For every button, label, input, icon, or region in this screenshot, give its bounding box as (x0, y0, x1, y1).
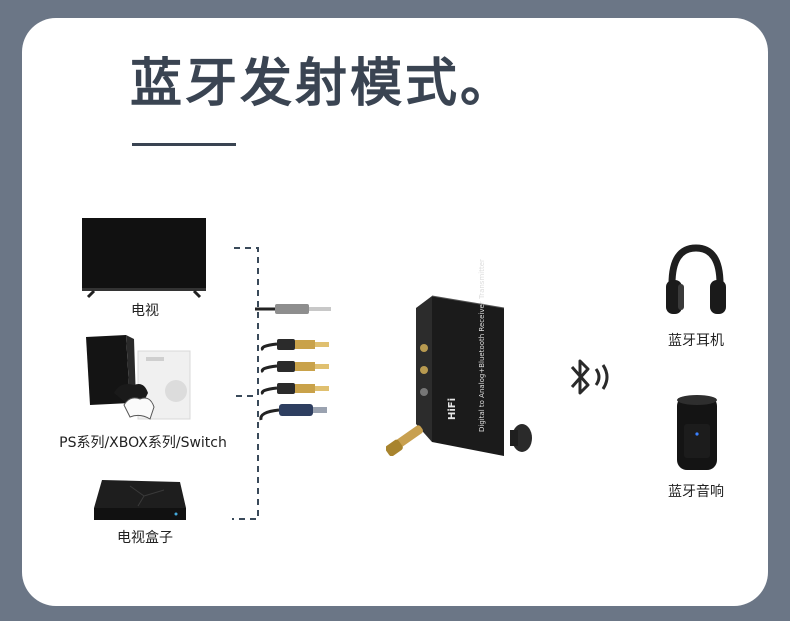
speaker-label: 蓝牙音响 (668, 484, 724, 500)
speaker-icon (677, 395, 717, 470)
bluetooth-icon (570, 359, 609, 395)
dac-device-icon (386, 295, 532, 456)
device-description-text: Digital to Analog+Bluetooth Receiver Tra… (478, 259, 486, 432)
title-underline (132, 143, 236, 146)
headphones-icon (666, 244, 726, 314)
connector-bracket (232, 247, 259, 520)
headphones-label: 蓝牙耳机 (668, 333, 724, 349)
page-title: 蓝牙发射模式。 (130, 54, 516, 114)
game-console-icon (86, 335, 191, 420)
tv-label: 电视 (131, 303, 159, 319)
console-label: PS系列/XBOX系列/Switch (59, 435, 227, 451)
device-model-text: HiFi (447, 397, 458, 420)
audio-cables-icon (255, 304, 331, 421)
set-top-box-icon (94, 480, 186, 520)
settop-label: 电视盒子 (117, 530, 173, 546)
tv-icon (82, 218, 206, 299)
